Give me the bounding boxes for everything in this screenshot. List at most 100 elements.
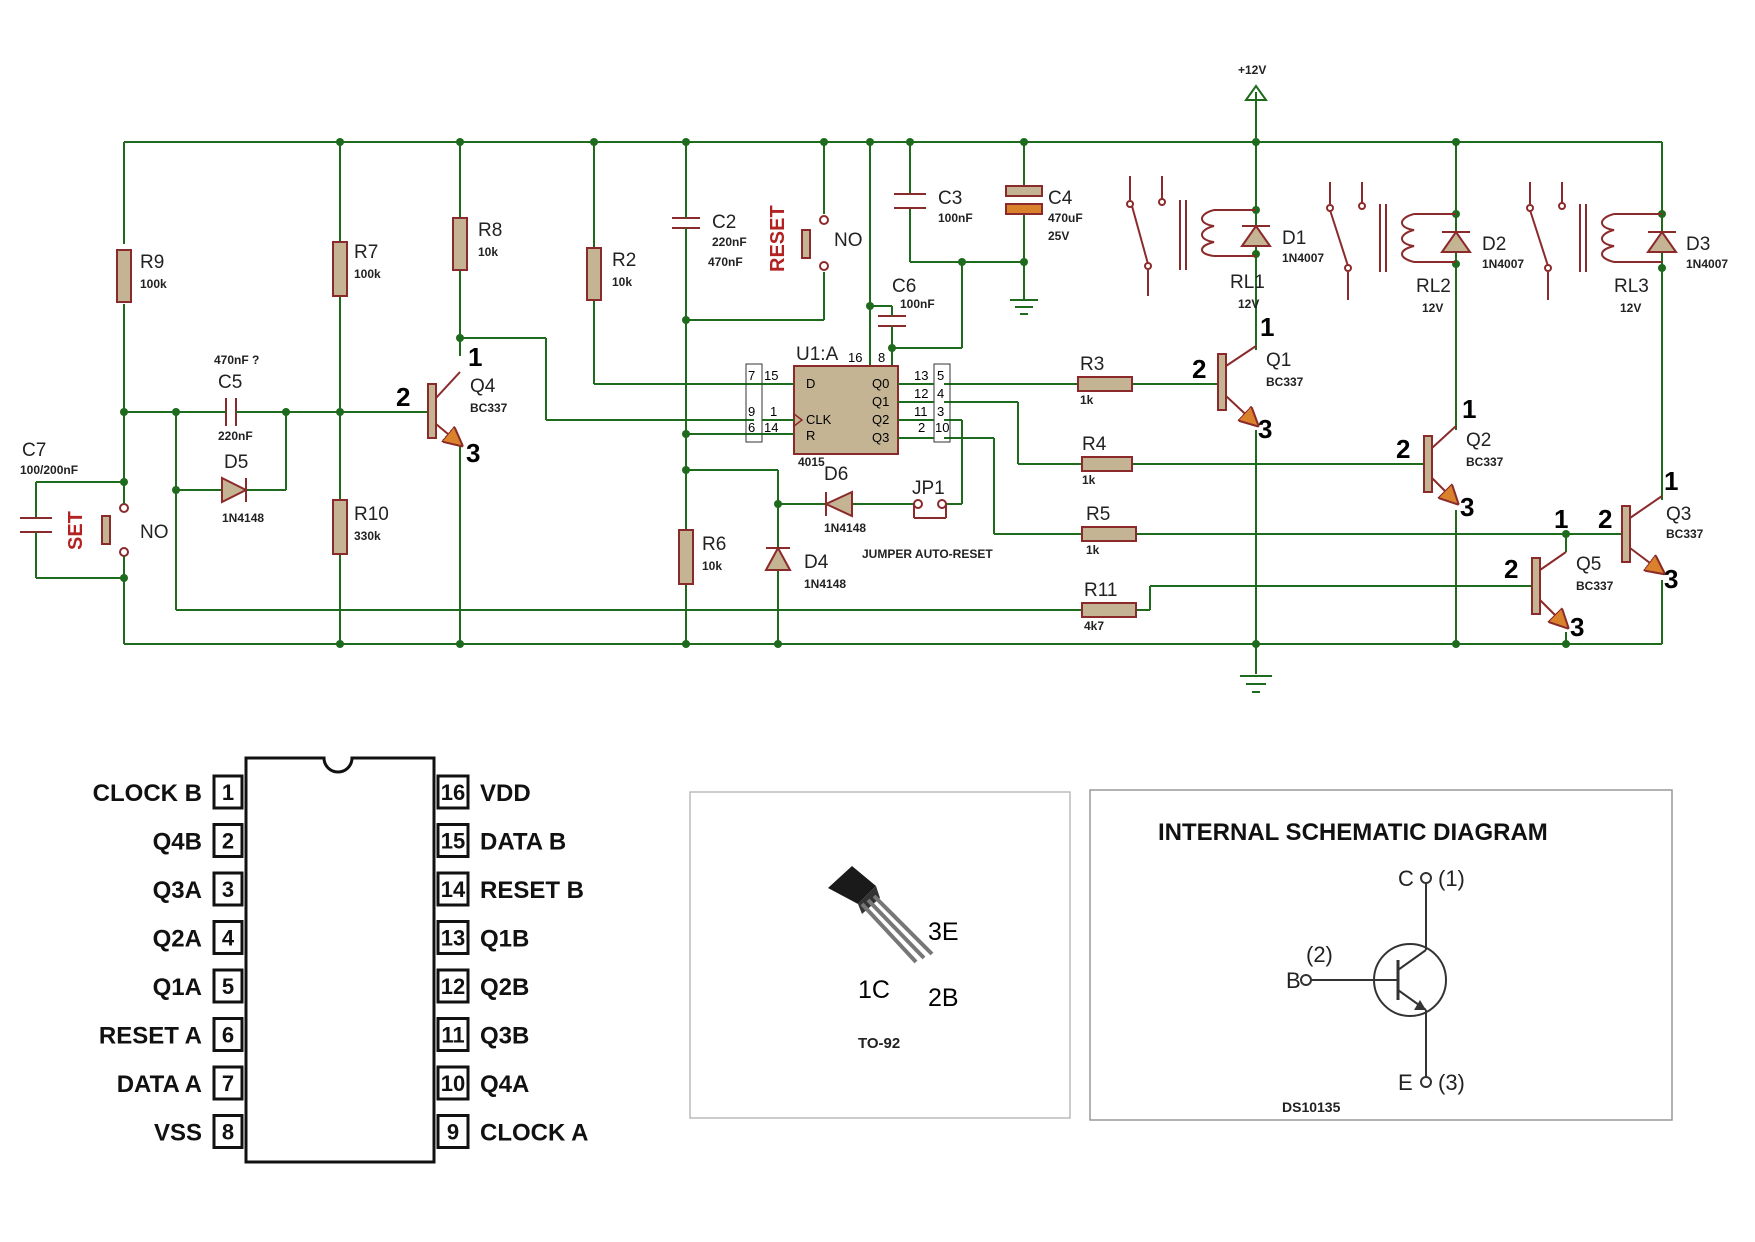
svg-text:Q2: Q2 xyxy=(872,412,889,427)
dip-pin-label: VSS xyxy=(154,1120,202,1147)
dip-pin-label: Q2B xyxy=(480,974,529,1001)
capacitor-c5: 470nF ? C5 220nF xyxy=(214,353,259,443)
dip-pin-box xyxy=(212,920,244,955)
svg-text:1N4007: 1N4007 xyxy=(1686,257,1728,271)
svg-text:2: 2 xyxy=(918,420,925,435)
svg-text:D5: D5 xyxy=(224,452,248,473)
svg-text:TO-92: TO-92 xyxy=(858,1035,900,1052)
svg-text:R2: R2 xyxy=(612,250,636,271)
resistor-r3: R3 1k xyxy=(1077,354,1133,407)
dip-pin-box xyxy=(212,1114,244,1149)
svg-text:B: B xyxy=(1286,968,1301,993)
svg-text:C2: C2 xyxy=(712,212,736,233)
svg-text:NO: NO xyxy=(140,522,169,543)
svg-text:3: 3 xyxy=(466,438,480,468)
svg-text:13: 13 xyxy=(914,368,928,383)
svg-text:1N4148: 1N4148 xyxy=(222,511,264,525)
svg-text:Q1: Q1 xyxy=(1266,350,1291,371)
svg-text:100/200nF: 100/200nF xyxy=(20,463,78,477)
transistor-q2: Q2 BC337 1 2 3 xyxy=(1396,394,1504,522)
svg-text:D4: D4 xyxy=(804,552,829,573)
svg-text:E: E xyxy=(1398,1070,1413,1095)
svg-text:10k: 10k xyxy=(478,245,498,259)
svg-text:14: 14 xyxy=(764,420,778,435)
dip-pin-label: VDD xyxy=(480,780,531,807)
svg-text:D3: D3 xyxy=(1686,234,1710,255)
relay-rl3: RL3 12V xyxy=(1526,182,1662,315)
svg-text:2: 2 xyxy=(1598,504,1612,534)
dip-pin-box xyxy=(212,1017,244,1052)
dip-pin-label: Q1A xyxy=(153,974,202,1001)
svg-text:D2: D2 xyxy=(1482,234,1506,255)
resistor-r6: R6 10k xyxy=(678,529,726,585)
resistor-r5: R5 1k xyxy=(1081,504,1137,557)
svg-text:RL1: RL1 xyxy=(1230,272,1265,293)
svg-text:2: 2 xyxy=(1504,554,1518,584)
dip-pin-box xyxy=(212,968,244,1004)
svg-text:C: C xyxy=(1398,866,1414,891)
svg-text:330k: 330k xyxy=(354,529,381,543)
svg-text:(1): (1) xyxy=(1438,866,1465,891)
dip-pin-label: Q1B xyxy=(480,926,529,953)
svg-text:3: 3 xyxy=(1570,612,1584,642)
dip-pin-box xyxy=(212,871,244,907)
dip-pin-label: CLOCK B xyxy=(93,780,202,807)
svg-text:7: 7 xyxy=(748,368,755,383)
svg-text:C7: C7 xyxy=(22,440,46,461)
svg-text:4k7: 4k7 xyxy=(1084,619,1104,633)
svg-text:1: 1 xyxy=(468,342,482,372)
dip-pin-number: 12 xyxy=(441,974,465,999)
dip-pin-box xyxy=(436,1017,470,1052)
svg-text:220nF: 220nF xyxy=(218,429,253,443)
svg-text:4015: 4015 xyxy=(798,455,825,469)
svg-text:C4: C4 xyxy=(1048,188,1073,209)
dip-pin-number: 6 xyxy=(222,1023,234,1048)
dip-pin-label: Q2A xyxy=(153,926,202,953)
svg-text:11: 11 xyxy=(914,404,928,419)
svg-text:Q5: Q5 xyxy=(1576,554,1601,575)
dip-pin-box xyxy=(436,774,470,810)
dip-pin-number: 2 xyxy=(222,829,234,854)
svg-text:BC337: BC337 xyxy=(1666,527,1704,541)
svg-text:R6: R6 xyxy=(702,534,726,555)
diode-d1: D1 1N4007 xyxy=(1240,224,1324,265)
svg-text:RESET: RESET xyxy=(767,205,789,272)
svg-text:C3: C3 xyxy=(938,188,962,209)
svg-text:470nF: 470nF xyxy=(708,255,743,269)
supply-label: +12V xyxy=(1238,63,1266,77)
junctions xyxy=(120,138,1666,648)
internal-schematic-panel: INTERNAL SCHEMATIC DIAGRAM C (1) B (2) E… xyxy=(1089,789,1673,1121)
svg-text:3E: 3E xyxy=(928,918,959,946)
diode-d5: D5 1N4148 xyxy=(221,452,264,525)
relay-rl1: RL1 12V xyxy=(1126,176,1265,311)
svg-text:R3: R3 xyxy=(1080,354,1104,375)
dip-pin-number: 13 xyxy=(441,926,465,951)
svg-text:5: 5 xyxy=(937,368,944,383)
dip-pin-number: 9 xyxy=(447,1120,459,1145)
svg-text:1N4007: 1N4007 xyxy=(1282,251,1324,265)
diode-d2: D2 1N4007 xyxy=(1440,230,1524,271)
svg-text:1N4148: 1N4148 xyxy=(804,577,846,591)
dip-pin-number: 7 xyxy=(222,1071,234,1096)
svg-text:BC337: BC337 xyxy=(1466,455,1504,469)
dip-pin-number: 1 xyxy=(222,780,234,805)
capacitor-c6: C6 100nF xyxy=(878,276,935,334)
transistor-q5: Q5 BC337 1 2 3 xyxy=(1504,504,1614,642)
npn-transistor-icon xyxy=(1300,872,1447,1088)
svg-text:3: 3 xyxy=(937,404,944,419)
svg-text:100k: 100k xyxy=(354,267,381,281)
diode-d3: D3 1N4007 xyxy=(1646,230,1728,271)
svg-text:1: 1 xyxy=(770,404,777,419)
dip-pin-box xyxy=(436,1065,470,1101)
svg-text:Q3: Q3 xyxy=(1666,504,1691,525)
dip-pin-number: 8 xyxy=(222,1120,234,1145)
svg-text:R9: R9 xyxy=(140,252,164,273)
svg-text:R8: R8 xyxy=(478,220,502,241)
svg-text:9: 9 xyxy=(748,404,755,419)
reset-button: RESET NO xyxy=(767,205,863,272)
svg-text:(3): (3) xyxy=(1438,1070,1465,1095)
svg-text:1k: 1k xyxy=(1082,473,1096,487)
dip-pin-label: RESET A xyxy=(99,1023,202,1050)
ground-symbol xyxy=(1010,299,1272,693)
